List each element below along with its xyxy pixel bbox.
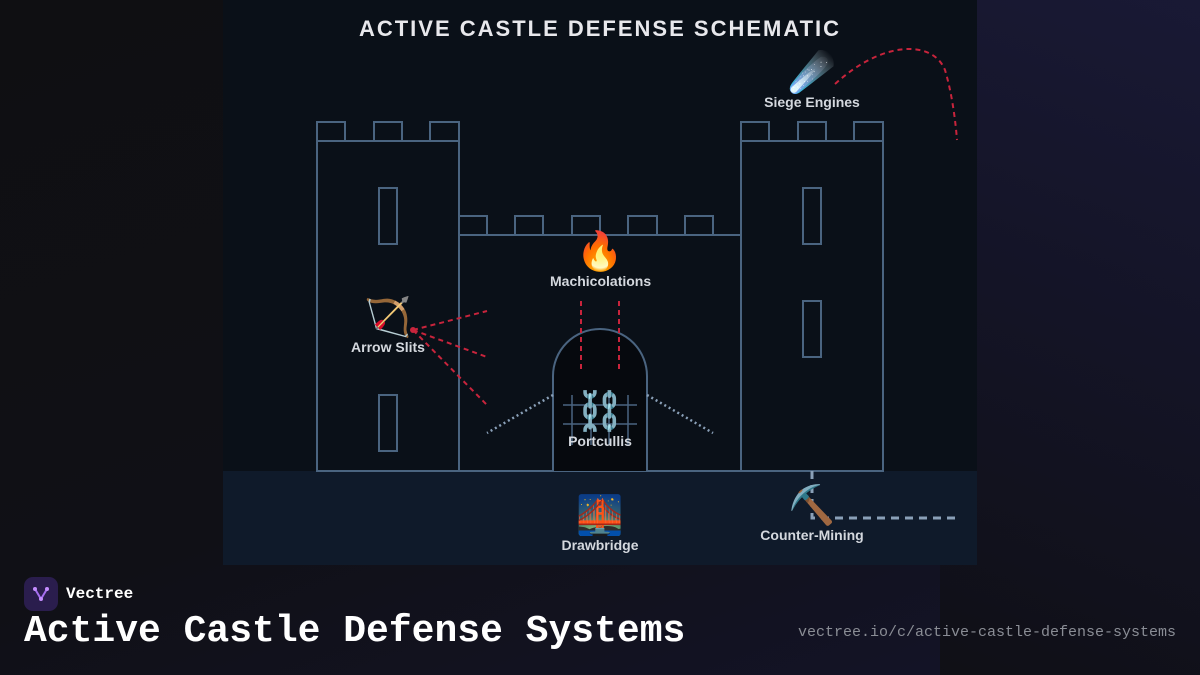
node-drawbridge: 🌉 Drawbridge: [550, 493, 650, 553]
castle-outline: [316, 121, 884, 472]
left-window-lower: [378, 394, 398, 452]
counter-mining-tunnel: [810, 471, 958, 520]
right-tower: [740, 140, 884, 472]
node-machicolations: 🔥 Machicolations: [550, 229, 652, 289]
source-url[interactable]: vectree.io/c/active-castle-defense-syste…: [797, 624, 1176, 641]
fire-icon: 🔥: [576, 229, 624, 273]
arrow-fire-lines: [412, 310, 488, 406]
chains-icon: ⛓️: [576, 389, 624, 433]
background-glow: [940, 0, 1200, 675]
pickaxe-icon: ⛏️: [788, 483, 836, 527]
node-label: Arrow Slits: [351, 339, 425, 355]
portcullis-grid: [563, 395, 637, 445]
node-siege-engines: ☄️ Siege Engines: [762, 50, 862, 110]
siege-trajectory: [834, 48, 958, 141]
node-label: Siege Engines: [764, 94, 860, 110]
brand[interactable]: Vectree: [24, 577, 133, 611]
castle-schematic: [316, 48, 958, 520]
node-label: Drawbridge: [561, 537, 639, 553]
gate-arch: [552, 328, 648, 471]
node-arrow-slits: 🏹 Arrow Slits: [338, 295, 438, 355]
left-tower-battlements: [316, 121, 460, 142]
left-window-upper: [378, 187, 398, 245]
schematic-title: ACTIVE CASTLE DEFENSE SCHEMATIC: [358, 16, 842, 41]
node-label: Machicolations: [550, 273, 652, 289]
machicolation-drop-lines: [580, 301, 620, 372]
arrow-fire-origin: [410, 327, 416, 333]
brand-name: Vectree: [66, 585, 134, 603]
curtain-wall-battlements: [458, 215, 714, 236]
comet-icon: ☄️: [788, 50, 836, 94]
page-title: Active Castle Defense Systems: [24, 610, 686, 653]
right-window-lower: [802, 300, 822, 358]
right-window-upper: [802, 187, 822, 245]
node-portcullis: ⛓️ Portcullis: [550, 389, 650, 449]
node-counter-mining: ⛏️ Counter-Mining: [757, 483, 867, 543]
bow-and-arrow-icon: 🏹: [364, 295, 412, 339]
node-label: Counter-Mining: [760, 527, 864, 543]
right-tower-battlements: [740, 121, 884, 142]
bridge-at-night-icon: 🌉: [576, 493, 624, 537]
node-label: Portcullis: [568, 433, 632, 449]
vectree-logo-icon: [24, 577, 58, 611]
